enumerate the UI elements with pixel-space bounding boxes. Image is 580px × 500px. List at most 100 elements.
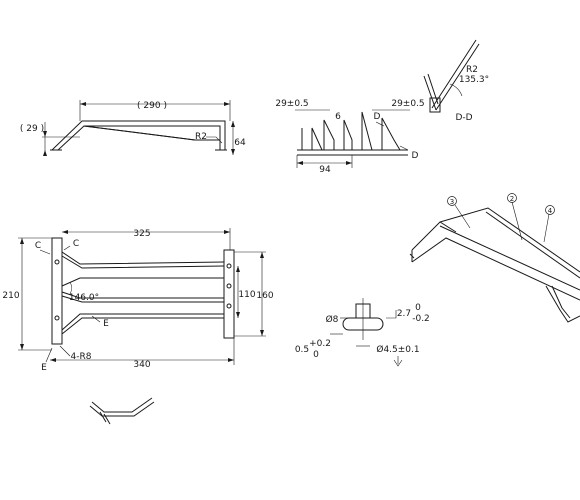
balloon-2 xyxy=(507,193,517,203)
dim-29-arrow-bottom xyxy=(43,150,47,156)
section-d-bottom-leader xyxy=(399,145,409,151)
dd-angle-arc xyxy=(449,83,463,97)
mark-c-left: C xyxy=(35,241,41,251)
dim-29-right-label: 29±0.5 xyxy=(391,99,424,109)
balloon-3-label: 3 xyxy=(450,198,454,206)
dim-290-arrow-right xyxy=(224,102,230,106)
dd-title: D-D xyxy=(455,113,472,123)
iso-rail-3 xyxy=(439,225,580,291)
right-frame-bar xyxy=(223,249,235,339)
dim-160-label: 160 xyxy=(256,291,273,301)
radius-leader xyxy=(59,345,71,357)
iso-rail-4 xyxy=(485,211,580,279)
bent-wire xyxy=(89,397,155,417)
dd-angle-label: 135.3° xyxy=(459,75,489,85)
left-frame-bar xyxy=(51,237,63,345)
hole-3 xyxy=(226,303,232,309)
iso-end xyxy=(409,250,415,262)
pin-detail: Ø8 Ø4.5±0.1 2.7 0 -0.2 0.5 +0.2 0 xyxy=(295,298,430,367)
rail-1b xyxy=(61,255,225,269)
mark-e-right-leader xyxy=(91,315,101,323)
side-view: ( 290 ) ( 29 ) 64 R2 xyxy=(20,100,246,156)
balloon-3 xyxy=(447,196,457,206)
mark-c-left-leader xyxy=(39,249,51,255)
r2-label: R2 xyxy=(195,132,207,142)
dim-29-label: ( 29 ) xyxy=(20,124,44,134)
angle-arc xyxy=(69,281,72,295)
dim-160-arrow-bottom xyxy=(260,330,264,336)
bent-wire-foot xyxy=(99,411,111,425)
rail-3 xyxy=(61,291,224,299)
balloon-2-leader xyxy=(511,201,523,241)
dia-8-label: Ø8 xyxy=(326,314,339,325)
iso-rail-1 xyxy=(411,207,580,273)
rail-4 xyxy=(61,313,224,331)
front-section-view: 29±0.5 29±0.5 6 94 D D xyxy=(275,99,424,175)
tol-upper-value: 2.7 xyxy=(397,309,411,319)
isometric-view: 3 2 4 xyxy=(409,193,580,323)
radius-note: 4-R8 xyxy=(71,352,92,362)
iso-leg xyxy=(545,285,580,323)
slot-1 xyxy=(301,127,323,151)
dim-64-arrow-top xyxy=(231,121,235,127)
tol-upper-minus: -0.2 xyxy=(412,314,430,324)
rail-4b xyxy=(61,317,224,335)
angle-label: 146.0° xyxy=(69,293,99,303)
dim-210-label: 210 xyxy=(2,291,19,301)
dim-340-label: 340 xyxy=(133,360,150,370)
dim-94-arrow-left xyxy=(297,161,303,165)
hole-4 xyxy=(54,259,60,265)
dim-325-label: 325 xyxy=(133,229,150,239)
dim-64-arrow-bottom xyxy=(231,149,235,155)
mark-c-right: C xyxy=(73,239,79,249)
dim-64-label: 64 xyxy=(234,138,246,148)
datum-arrow xyxy=(393,356,403,367)
tol-upper-plus: 0 xyxy=(415,303,421,313)
r2-leader xyxy=(206,136,223,144)
balloon-4-label: 4 xyxy=(548,207,553,215)
section-mark-d-top: D xyxy=(374,112,381,122)
dim-29-left-label: 29±0.5 xyxy=(275,99,308,109)
dim-290-arrow-left xyxy=(80,102,86,106)
balloon-2-label: 2 xyxy=(510,195,514,203)
hole-1 xyxy=(226,263,232,269)
dim-210-arrow-top xyxy=(20,238,24,244)
slot-5 xyxy=(381,117,404,151)
dia-hole-label: Ø4.5±0.1 xyxy=(376,344,419,355)
mark-e-right: E xyxy=(103,319,109,329)
dd-base xyxy=(429,97,441,113)
tol-lower-plus: +0.2 xyxy=(309,339,331,349)
rail-1 xyxy=(61,251,225,265)
mark-e-left-leader xyxy=(45,347,53,363)
tol-upper-leader xyxy=(386,310,397,319)
mark-c-right-leader xyxy=(63,245,71,251)
section-d-top-leader xyxy=(375,121,385,127)
slot-3 xyxy=(343,119,353,150)
section-dd-view: R2 135.3° D-D xyxy=(423,39,489,123)
balloon-4-leader xyxy=(543,213,550,243)
dim-6-label: 6 xyxy=(335,112,341,122)
dd-arm xyxy=(423,73,439,111)
dim-110-arrow-bottom xyxy=(236,312,240,318)
dim-160-arrow-top xyxy=(260,252,264,258)
dim-110-arrow-top xyxy=(236,266,240,272)
rail-3b xyxy=(61,295,224,303)
rail-2 xyxy=(61,277,224,287)
dim-210-arrow-bottom xyxy=(20,344,24,350)
dim-325-arrow-right xyxy=(224,230,230,234)
section-mark-d-bottom: D xyxy=(412,151,419,161)
side-view-slope xyxy=(83,125,196,141)
bent-wire-detail xyxy=(89,397,155,425)
balloon-3-leader xyxy=(454,204,471,229)
hole-5 xyxy=(54,315,60,321)
iso-leg-2 xyxy=(551,285,571,319)
dd-radius-label: R2 xyxy=(466,65,478,75)
plan-view: 325 340 210 110 160 146.0° C C E E xyxy=(2,228,274,373)
dim-340-arrow-right xyxy=(228,358,234,362)
dim-340-arrow-left xyxy=(50,358,56,362)
dim-110-label: 110 xyxy=(238,290,255,300)
hole-2 xyxy=(226,283,232,289)
dim-29-arrow-top xyxy=(43,131,47,137)
tol-lower-minus: 0 xyxy=(313,350,319,360)
